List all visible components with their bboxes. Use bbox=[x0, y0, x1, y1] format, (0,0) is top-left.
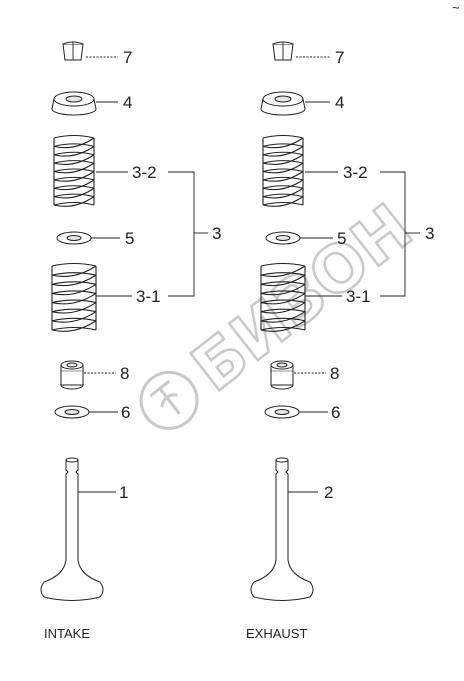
exhaust-retainer bbox=[272, 41, 294, 61]
exhaust-assembly bbox=[250, 41, 314, 601]
exhaust-caption: EXHAUST bbox=[246, 626, 307, 641]
exhaust-leaders bbox=[288, 56, 420, 493]
exhaust-valve bbox=[250, 457, 314, 601]
exhaust-label-inner-spring: 3-1 bbox=[346, 287, 371, 306]
exhaust-label-outer-spring: 3-2 bbox=[343, 163, 368, 182]
intake-retainer bbox=[62, 41, 84, 61]
exhaust-label-valve: 2 bbox=[324, 483, 333, 502]
intake-leaders bbox=[78, 56, 208, 493]
exhaust-label-valve-seal: 8 bbox=[330, 364, 339, 383]
intake-spring-seat bbox=[56, 231, 92, 245]
intake-washer bbox=[54, 405, 90, 419]
intake-spring-cap bbox=[51, 91, 97, 116]
intake-label-spring-seat: 5 bbox=[125, 229, 134, 248]
intake-label-spring-cap: 4 bbox=[123, 93, 132, 112]
trademark-circle-icon bbox=[139, 370, 199, 430]
exhaust-spring-seat bbox=[265, 231, 301, 245]
exhaust-label-spring-cap: 4 bbox=[335, 93, 344, 112]
intake-label-valve-seal: 8 bbox=[120, 364, 129, 383]
intake-caption: INTAKE bbox=[44, 626, 90, 641]
intake-label-spring-assembly: 3 bbox=[212, 224, 221, 243]
intake-valve bbox=[40, 457, 104, 601]
exhaust-label-spring-assembly: 3 bbox=[425, 224, 434, 243]
corner-mark: ~ bbox=[452, 0, 460, 15]
exhaust-label-retainer: 7 bbox=[335, 48, 344, 67]
exhaust-inner-spring bbox=[260, 262, 306, 332]
exhaust-valve-seal bbox=[270, 360, 294, 390]
exhaust-label-washer: 6 bbox=[331, 403, 340, 422]
intake-label-outer-spring: 3-2 bbox=[132, 163, 157, 182]
intake-valve-seal bbox=[60, 360, 84, 390]
intake-assembly bbox=[40, 41, 104, 601]
intake-label-inner-spring: 3-1 bbox=[136, 287, 161, 306]
intake-inner-spring bbox=[51, 262, 97, 332]
intake-label-retainer: 7 bbox=[123, 48, 132, 67]
intake-outer-spring bbox=[53, 134, 95, 207]
exhaust-spring-cap bbox=[260, 91, 306, 116]
exhaust-outer-spring bbox=[262, 134, 304, 207]
intake-label-washer: 6 bbox=[121, 403, 130, 422]
exhaust-washer bbox=[264, 405, 300, 419]
exhaust-label-spring-seat: 5 bbox=[337, 229, 346, 248]
intake-label-valve: 1 bbox=[119, 483, 128, 502]
